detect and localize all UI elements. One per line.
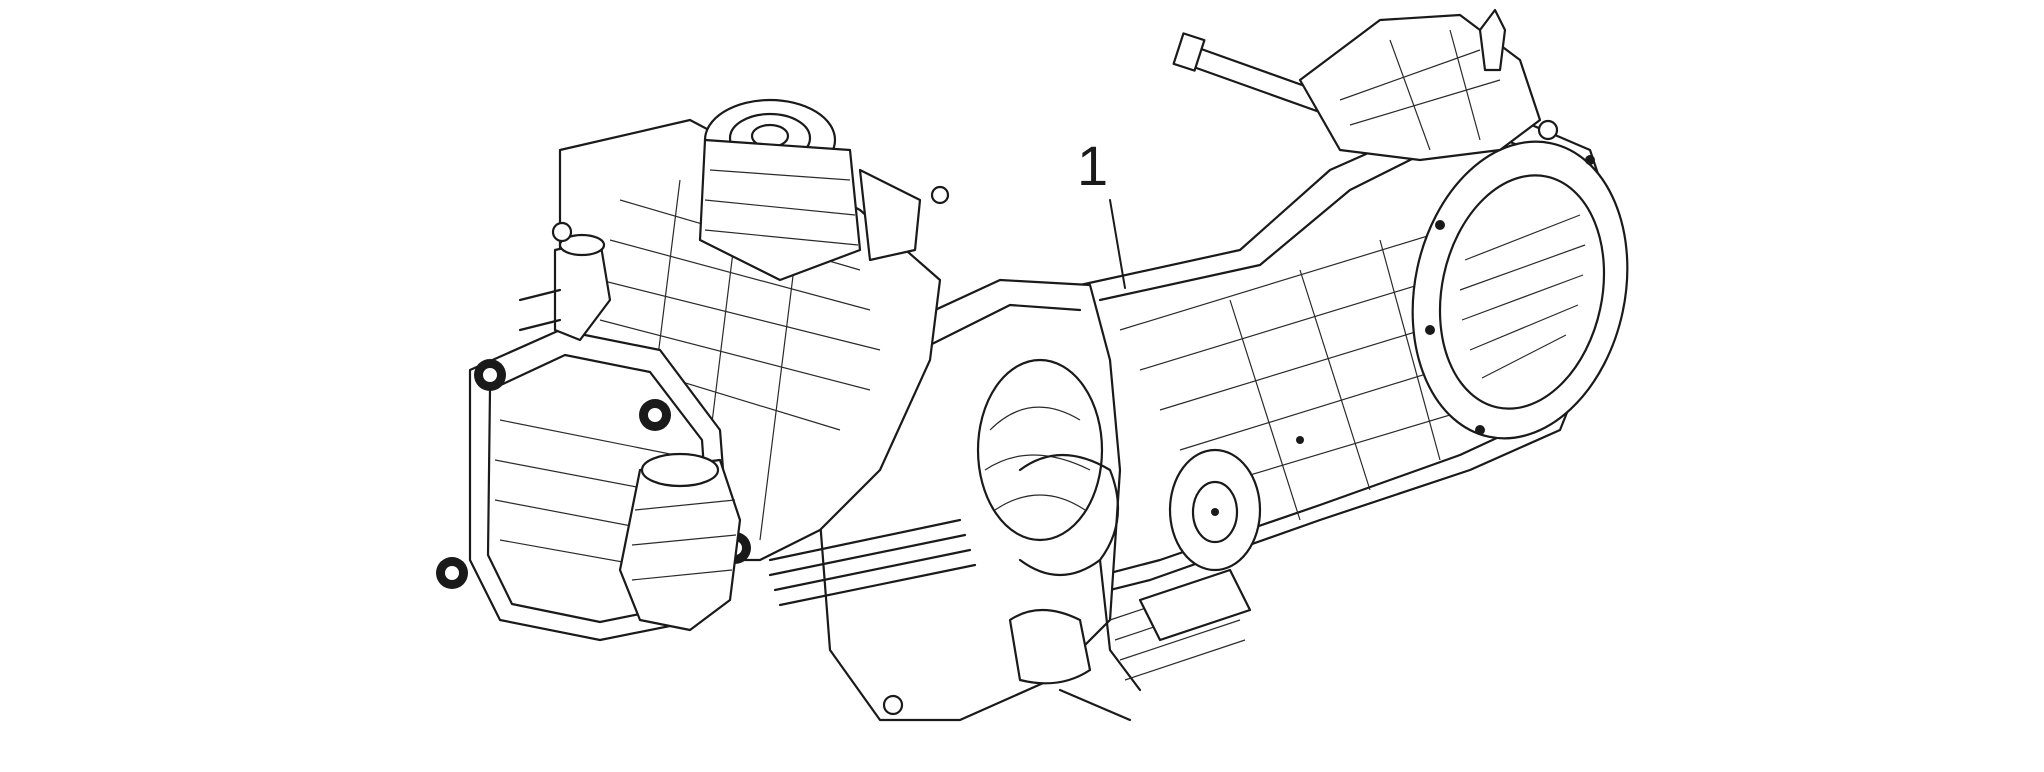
rear-axle-shaft xyxy=(1172,8,1559,162)
clutch-cover xyxy=(1411,140,1629,440)
callout-1 xyxy=(1109,199,1126,289)
cover-bolt xyxy=(474,359,506,391)
cover-bolt xyxy=(639,399,671,431)
fan-shroud xyxy=(1008,454,1120,685)
oil-filter xyxy=(618,452,742,632)
coolant-pipe xyxy=(518,221,612,342)
callout-number: 1 xyxy=(1077,134,1109,197)
throttle-body xyxy=(698,98,950,282)
cover-bolt xyxy=(436,557,468,589)
